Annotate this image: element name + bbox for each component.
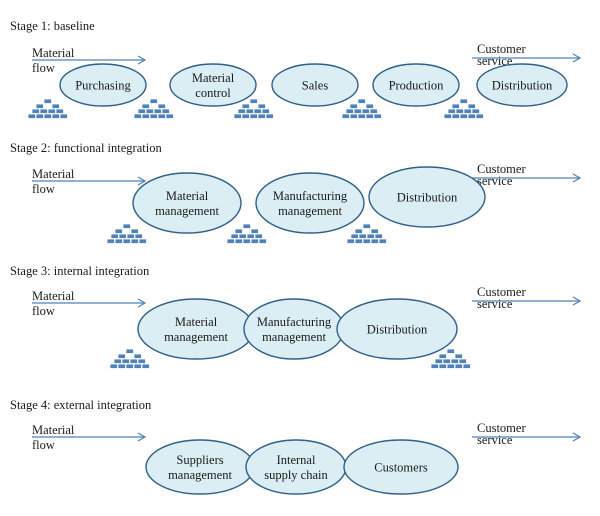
material-flow-label: Material bbox=[32, 289, 75, 303]
customer-service-label: Customer bbox=[477, 285, 526, 299]
process-ellipse bbox=[476, 63, 568, 107]
stage-title: Stage 3: internal integration bbox=[10, 264, 150, 278]
customer-service-label: service bbox=[477, 433, 513, 447]
process-ellipse bbox=[137, 298, 255, 360]
material-flow-label: Material bbox=[32, 423, 75, 437]
inventory-stack-icon bbox=[443, 98, 484, 119]
process-label: management bbox=[155, 204, 219, 218]
process-label: control bbox=[195, 86, 231, 100]
process-ellipse bbox=[59, 63, 147, 107]
process-label: Sales bbox=[302, 79, 329, 93]
stage-4: Stage 4: external integrationMaterialflo… bbox=[10, 398, 582, 495]
process-label: Material bbox=[175, 315, 218, 329]
material-flow-label: flow bbox=[32, 61, 55, 75]
process-ellipse bbox=[343, 439, 459, 495]
process-ellipse bbox=[245, 439, 347, 495]
process-label: Distribution bbox=[397, 191, 458, 205]
process-ellipse bbox=[255, 172, 365, 234]
stage-title: Stage 4: external integration bbox=[10, 398, 152, 412]
process-ellipse bbox=[169, 63, 257, 107]
customer-service-arrow bbox=[472, 173, 582, 183]
inventory-stack-icon bbox=[226, 223, 267, 244]
inventory-stack-icon bbox=[109, 348, 150, 369]
process-label: Purchasing bbox=[75, 79, 131, 93]
stage-1: Stage 1: baselineMaterialflowCustomerser… bbox=[10, 19, 582, 119]
customer-service-label: Customer bbox=[477, 162, 526, 176]
inventory-stack-icon bbox=[133, 98, 174, 119]
inventory-stack-icon bbox=[106, 223, 147, 244]
customer-service-label: Customer bbox=[477, 421, 526, 435]
process-ellipse bbox=[368, 166, 486, 228]
material-flow-label: flow bbox=[32, 304, 55, 318]
stage-title: Stage 2: functional integration bbox=[10, 141, 162, 155]
stage-title: Stage 1: baseline bbox=[10, 19, 95, 33]
process-node: Production bbox=[372, 63, 460, 107]
customer-service-label: service bbox=[477, 297, 513, 311]
process-label: Customers bbox=[374, 461, 428, 475]
inventory-stack-icon bbox=[430, 348, 471, 369]
stage-2: Stage 2: functional integrationMaterialf… bbox=[10, 141, 582, 244]
process-node: Purchasing bbox=[59, 63, 147, 107]
process-label: Suppliers bbox=[176, 453, 223, 467]
material-flow-arrow bbox=[32, 432, 147, 442]
process-label: Manufacturing bbox=[273, 189, 348, 203]
process-label: Material bbox=[192, 71, 235, 85]
inventory-stack-icon bbox=[27, 98, 68, 119]
material-flow-label: Material bbox=[32, 46, 75, 60]
process-label: management bbox=[168, 468, 232, 482]
process-label: Production bbox=[389, 79, 445, 93]
process-label: Distribution bbox=[492, 79, 553, 93]
process-ellipse bbox=[271, 63, 359, 107]
process-ellipse bbox=[145, 439, 255, 495]
inventory-stack-icon bbox=[233, 98, 274, 119]
material-flow-arrow bbox=[32, 55, 147, 65]
stages-layer: Stage 1: baselineMaterialflowCustomerser… bbox=[10, 19, 582, 495]
customer-service-arrow bbox=[472, 432, 582, 442]
process-label: management bbox=[164, 330, 228, 344]
process-label: management bbox=[278, 204, 342, 218]
stage-3: Stage 3: internal integrationMaterialflo… bbox=[10, 264, 582, 369]
process-ellipse bbox=[132, 172, 242, 234]
process-node: Distribution bbox=[368, 166, 486, 228]
process-node: Sales bbox=[271, 63, 359, 107]
process-node: Distribution bbox=[476, 63, 568, 107]
material-flow-arrow bbox=[32, 298, 147, 308]
process-label: management bbox=[262, 330, 326, 344]
inventory-stack-icon bbox=[346, 223, 387, 244]
material-flow-arrow bbox=[32, 176, 147, 186]
process-label: Material bbox=[166, 189, 209, 203]
process-ellipse bbox=[336, 298, 458, 360]
material-flow-label: flow bbox=[32, 182, 55, 196]
process-node: Customers bbox=[343, 439, 459, 495]
customer-service-label: service bbox=[477, 174, 513, 188]
process-label: supply chain bbox=[264, 468, 328, 482]
process-node: Distribution bbox=[336, 298, 458, 360]
customer-service-arrow bbox=[472, 296, 582, 306]
process-ellipse bbox=[243, 298, 345, 360]
process-ellipse bbox=[372, 63, 460, 107]
material-flow-label: flow bbox=[32, 438, 55, 452]
inventory-stack-icon bbox=[341, 98, 382, 119]
material-flow-label: Material bbox=[32, 167, 75, 181]
process-label: Internal bbox=[277, 453, 316, 467]
customer-service-label: Customer bbox=[477, 42, 526, 56]
process-label: Distribution bbox=[367, 323, 428, 337]
customer-service-arrow bbox=[472, 53, 582, 63]
process-label: Manufacturing bbox=[257, 315, 332, 329]
